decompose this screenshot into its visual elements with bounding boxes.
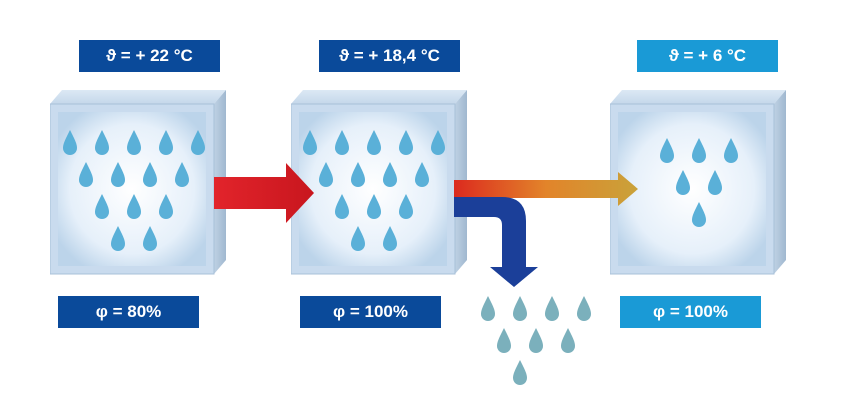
flow-arrow-hot — [214, 163, 314, 223]
water-drop-icon — [63, 130, 205, 251]
air-volume-cube-1 — [50, 90, 226, 275]
water-drops-cube-1 — [63, 130, 205, 251]
humidity-label-stage-1: φ = 80% — [58, 296, 199, 328]
humidity-label-stage-3: φ = 100% — [620, 296, 761, 328]
condensate-drops — [481, 296, 591, 385]
temperature-label-stage-3: ϑ = + 6 °C — [637, 40, 778, 72]
water-drops-cube-2 — [303, 130, 445, 251]
temperature-label-stage-2: ϑ = + 18,4 °C — [319, 40, 460, 72]
water-drops-cube-3 — [660, 138, 738, 227]
humidity-label-stage-2: φ = 100% — [300, 296, 441, 328]
temperature-label-stage-1: ϑ = + 22 °C — [79, 40, 220, 72]
flow-arrow-condensate — [454, 197, 538, 287]
